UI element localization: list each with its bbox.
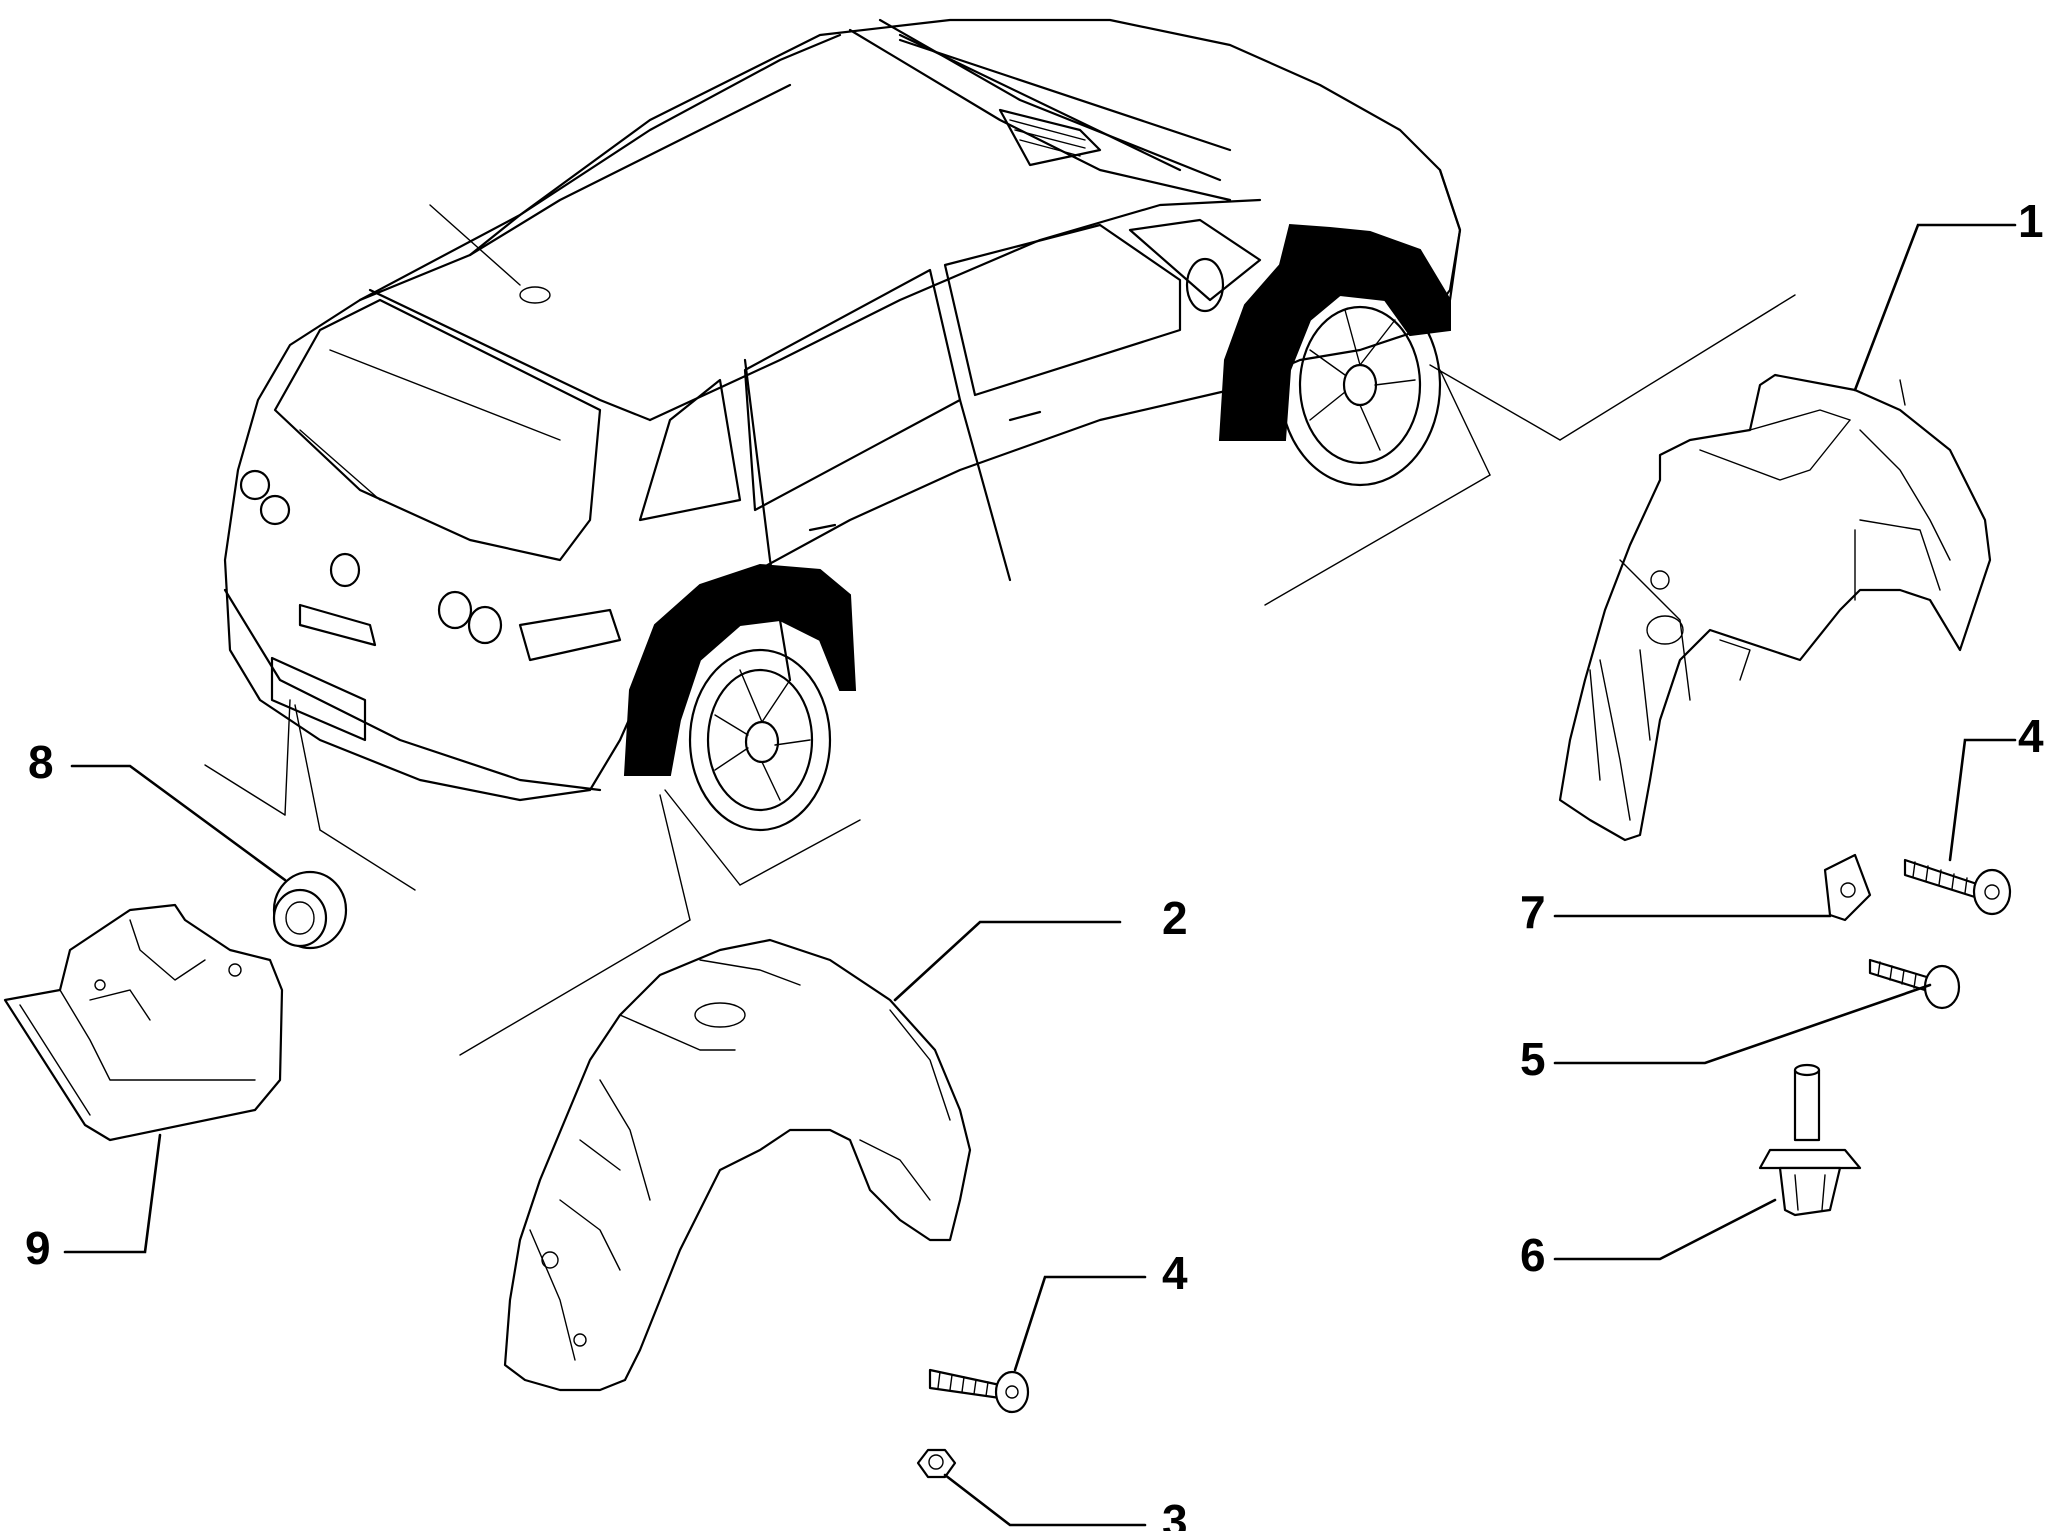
leader-1: [1853, 223, 2017, 392]
leader-4-lower: [1013, 1275, 1147, 1372]
leader-lines: [63, 223, 2017, 1527]
front-wheel-arch-liner-highlight: [1218, 223, 1451, 441]
callout-9: 9: [25, 1222, 51, 1274]
callout-2: 2: [1162, 892, 1188, 944]
leader-2: [893, 920, 1122, 1002]
part-screw-upper: [1903, 858, 2012, 916]
callout-3: 3: [1162, 1495, 1188, 1531]
part-screw-5: [1868, 958, 1961, 1010]
leader-8: [70, 764, 287, 882]
callout-1: 1: [2018, 195, 2044, 247]
callout-4-lower: 4: [1162, 1247, 1188, 1299]
leader-9: [63, 1133, 162, 1254]
part-nut: [916, 1448, 957, 1479]
rear-wheel-arch-liner-highlight: [623, 563, 857, 776]
leader-3: [943, 1473, 1147, 1527]
part-front-wheel-arch-liner: [1558, 373, 1992, 842]
part-clip-nut: [1823, 853, 1872, 922]
leader-5: [1553, 983, 1932, 1065]
callout-5: 5: [1520, 1033, 1546, 1085]
part-screw-lower: [928, 1368, 1030, 1414]
car-illustration: [204, 18, 1796, 1056]
part-mud-flap: [3, 903, 284, 1142]
callout-8: 8: [28, 736, 54, 788]
rear-wheel: [688, 648, 832, 832]
part-push-clip: [1758, 1063, 1862, 1217]
callout-7: 7: [1520, 886, 1546, 938]
callout-4-upper: 4: [2018, 710, 2044, 762]
leader-4-upper: [1948, 738, 2017, 862]
part-grommet: [272, 870, 348, 950]
callout-6: 6: [1520, 1229, 1546, 1281]
leader-6: [1553, 1198, 1777, 1261]
callout-labels: 1 2 3 4 4 5 6 7 8 9: [25, 195, 2044, 1531]
part-rear-wheel-arch-liner: [503, 938, 972, 1392]
